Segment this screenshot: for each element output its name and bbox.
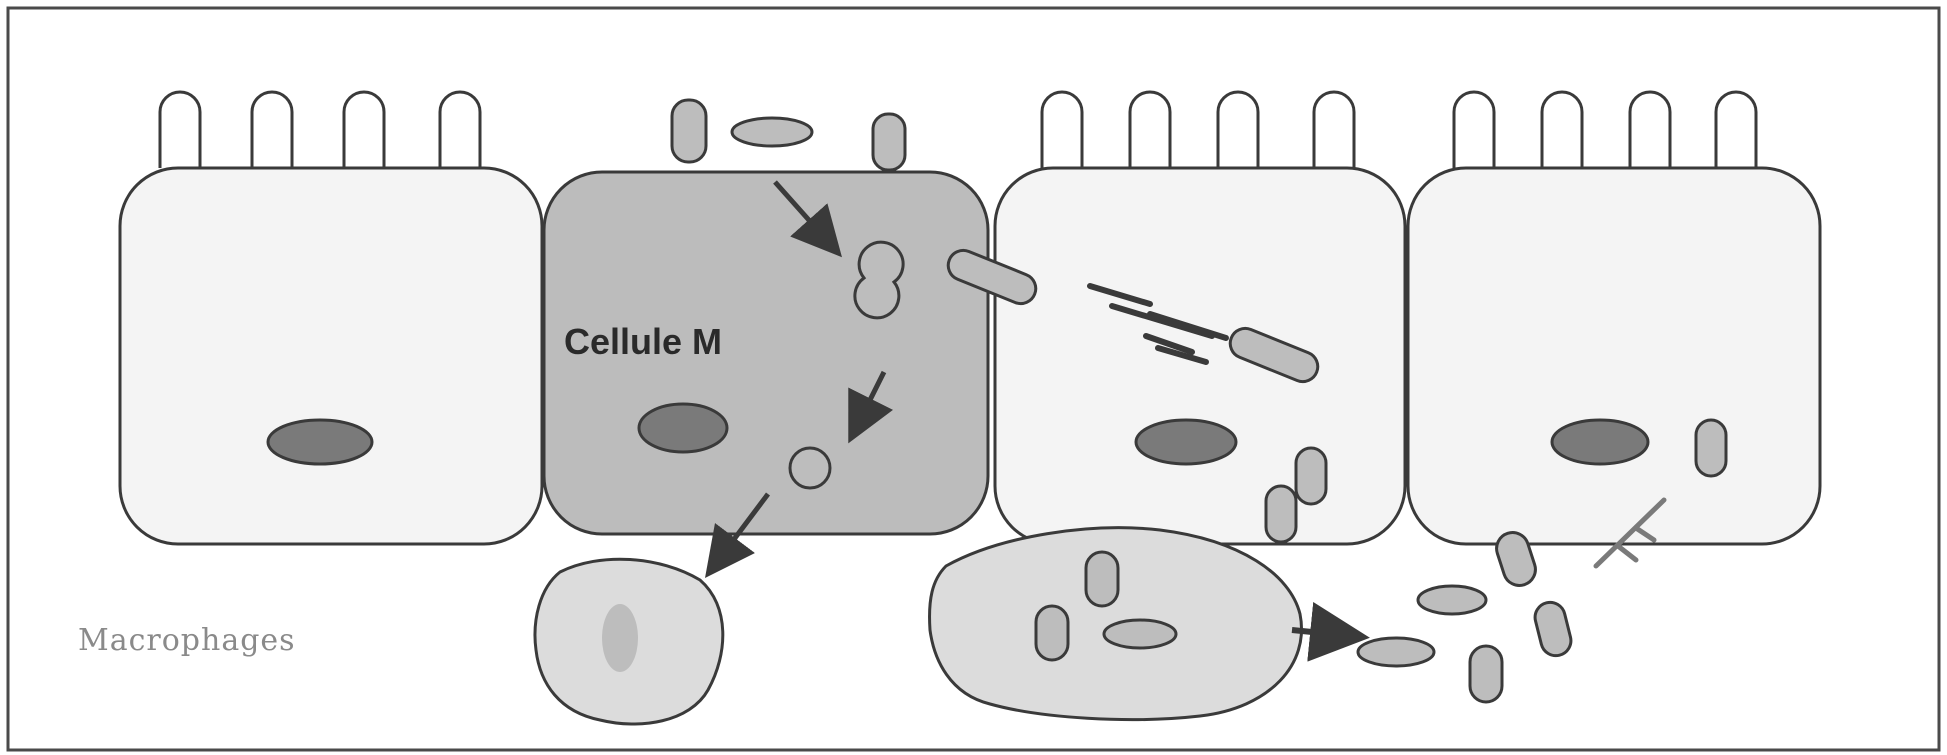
cell-body-3 xyxy=(995,168,1405,544)
bacterium-capsule xyxy=(1296,448,1326,504)
bacterium-rod xyxy=(732,118,812,146)
bacterium-capsule xyxy=(1470,646,1502,702)
nucleus-3 xyxy=(1136,420,1236,464)
nucleus-1 xyxy=(268,420,372,464)
bacterium-capsule xyxy=(1036,606,1068,660)
bacterium-rod xyxy=(1104,620,1176,648)
bacterium-rod xyxy=(1358,638,1434,666)
bacterium-rod xyxy=(1418,586,1486,614)
m-cell-nucleus xyxy=(639,404,727,452)
cell-body-1 xyxy=(120,168,542,544)
m-cell-label: Cellule M xyxy=(564,321,722,362)
bacterium-capsule xyxy=(672,100,706,162)
macrophages-label: Macrophages xyxy=(78,623,296,658)
cell-body-4 xyxy=(1408,168,1820,544)
bacterium-vesicle xyxy=(790,448,830,488)
macrophage-left xyxy=(535,559,723,724)
m-cell: Cellule M xyxy=(544,172,988,534)
nucleus-4 xyxy=(1552,420,1648,464)
bacterium-capsule xyxy=(1266,486,1296,542)
bacterium-capsule xyxy=(1086,552,1118,606)
macrophage-infected xyxy=(930,528,1302,720)
bacterium-intracellular-4 xyxy=(1696,420,1726,476)
macrophage-core xyxy=(602,604,638,672)
bacterium-dividing xyxy=(855,242,903,318)
bacterium-capsule xyxy=(873,114,905,170)
